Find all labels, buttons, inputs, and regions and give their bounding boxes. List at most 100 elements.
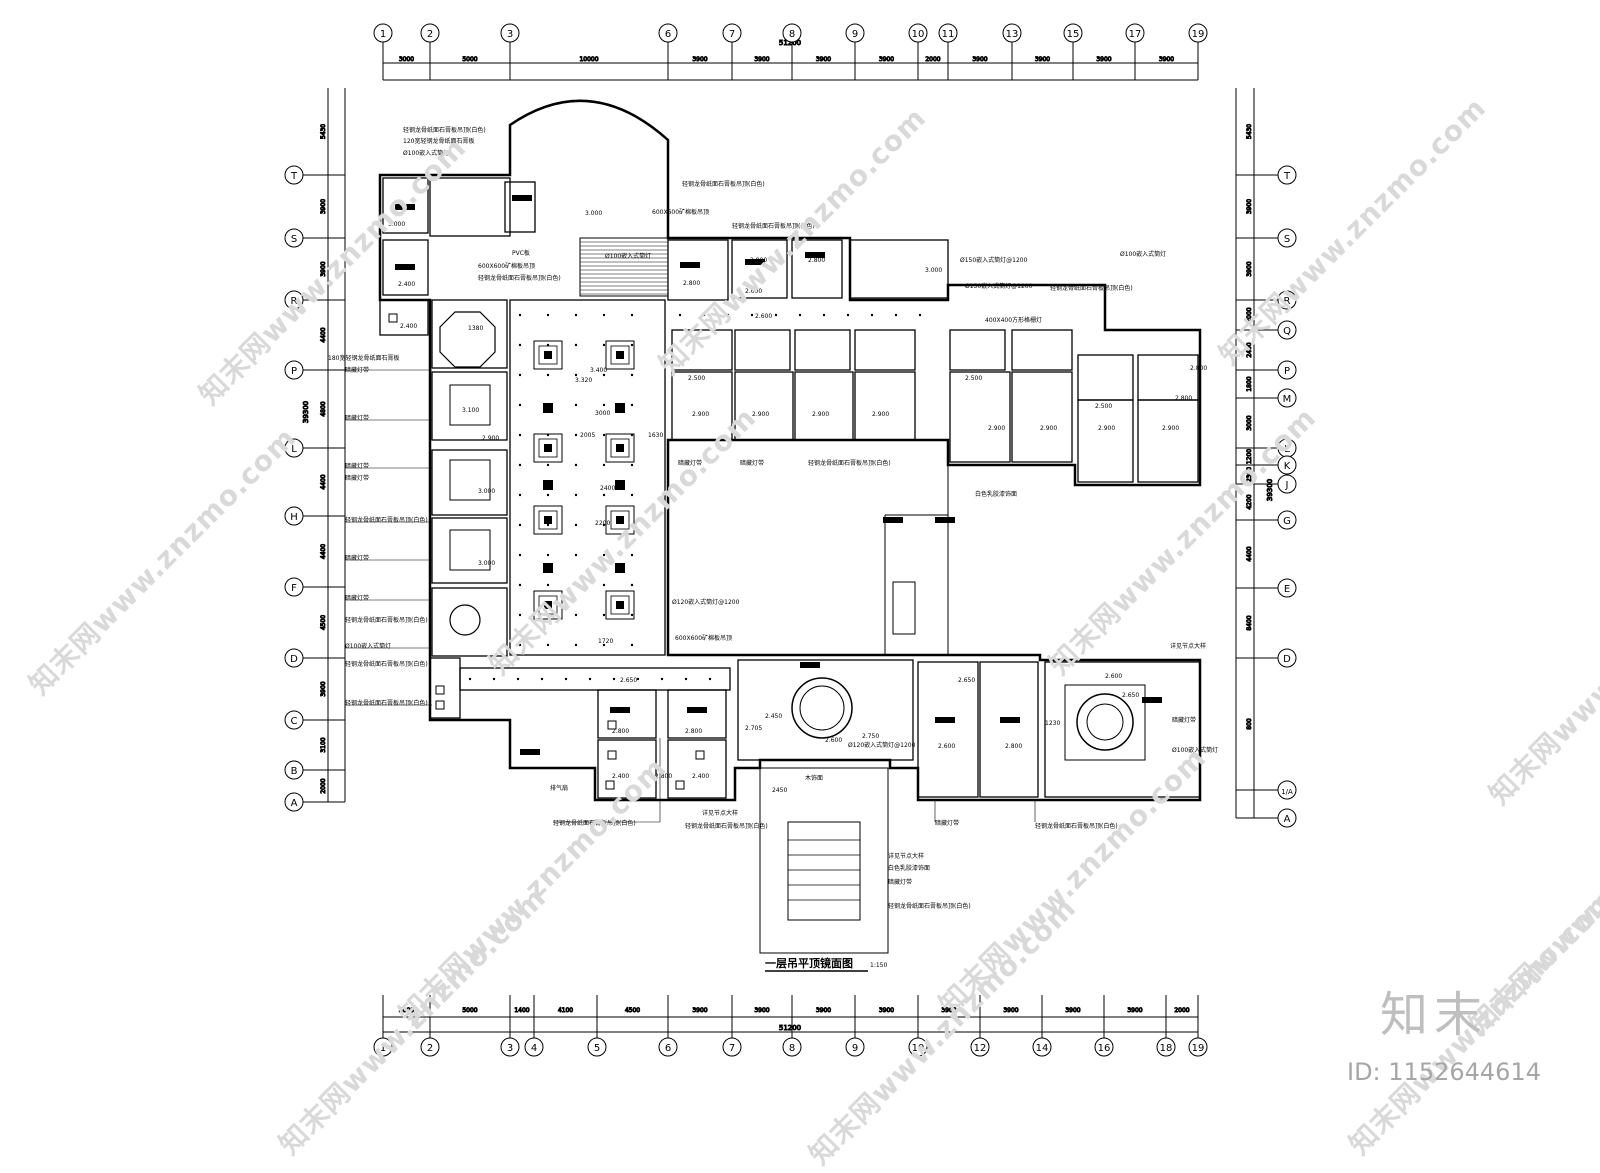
downlight — [602, 343, 606, 347]
annotation: 2.600 — [1105, 673, 1122, 680]
annotation: 轻钢龙骨纸面石膏板吊顶(白色) — [345, 516, 428, 524]
room-lobby-a — [429, 177, 511, 237]
dim-right: 1800 — [1246, 376, 1253, 391]
annotation: 2.600 — [755, 313, 772, 320]
downlight — [602, 463, 606, 467]
axis-right-M-label: M — [1283, 394, 1292, 405]
axis-right-P-label: P — [1284, 366, 1290, 377]
axis-left-S-circle — [284, 228, 304, 248]
coffer-core — [616, 601, 624, 609]
corridor-d — [459, 667, 731, 691]
axis-left-S-label: S — [291, 234, 297, 245]
annotation: 轻钢龙骨纸面石膏板吊顶(白色) — [1035, 822, 1118, 830]
annotation: 120宽轻钢龙骨纸面石膏板 — [403, 137, 474, 145]
annotation: 2.900 — [482, 435, 499, 442]
downlight — [564, 677, 568, 681]
annotation: 3.000 — [478, 488, 495, 495]
annotation: 3.000 — [478, 560, 495, 567]
downlight — [574, 463, 578, 467]
annotation: 2.800 — [750, 257, 767, 264]
ceiling-panel — [449, 459, 491, 501]
linear-light — [1000, 717, 1020, 723]
annotation: 暗藏灯带 — [345, 594, 369, 602]
dim-right: 5430 — [1246, 124, 1253, 139]
axis-bottom-12-label: 12 — [974, 1043, 987, 1054]
axis-right-G-label: G — [1283, 516, 1291, 527]
annotation: Ø150嵌入式筒灯@1200 — [965, 282, 1033, 290]
axis-left-A-label: A — [291, 798, 298, 809]
exhaust-fan — [435, 685, 445, 695]
room-m3 — [794, 371, 854, 441]
downlight — [678, 313, 682, 317]
axis-right-J-label: J — [1285, 480, 1289, 491]
axis-left-T-circle — [284, 165, 304, 185]
dim-right: 800 — [1246, 718, 1253, 730]
axis-bottom-8-circle — [782, 1037, 802, 1057]
axis-bottom-1-circle — [373, 1037, 393, 1057]
downlight — [602, 493, 606, 497]
axis-right-A-label: A — [1284, 814, 1291, 825]
drawing-scale: 1:150 — [870, 962, 887, 969]
downlight — [602, 613, 606, 617]
downlight — [918, 313, 922, 317]
annotation: 2.900 — [1162, 425, 1179, 432]
annotation: 2.650 — [958, 677, 975, 684]
annotation: 3.100 — [462, 407, 479, 414]
annotation: 轻钢龙骨纸面石膏板吊顶(白色) — [345, 616, 428, 624]
annotation: 1630 — [648, 432, 663, 439]
coffer-core — [544, 516, 552, 524]
downlight — [518, 523, 522, 527]
axis-top-15-label: 15 — [1067, 29, 1080, 40]
ceiling-fixtures — [388, 195, 1162, 790]
axis-bottom-8-label: 8 — [789, 1043, 795, 1054]
axis-left-C-label: C — [291, 716, 298, 727]
axis-bottom-7-circle — [722, 1037, 742, 1057]
annotation: 2.900 — [988, 425, 1005, 432]
linear-light — [610, 707, 630, 713]
total-dim-right: 39300 — [1266, 479, 1274, 501]
downlight — [574, 493, 578, 497]
dim-top: 5000 — [462, 56, 477, 63]
coffer-core — [616, 516, 624, 524]
annotation: 轻钢龙骨纸面石膏板吊顶(白色) — [732, 222, 815, 230]
axis-left-P-label: P — [291, 366, 297, 377]
linear-light — [800, 662, 820, 668]
grille-light — [615, 403, 625, 413]
annotation: 2.705 — [745, 725, 762, 732]
annotation: Ø100嵌入式筒灯 — [1120, 250, 1166, 258]
downlight — [630, 523, 634, 527]
annotation: 2.800 — [808, 257, 825, 264]
annotation: Ø120嵌入式筒灯@1200 — [848, 741, 916, 749]
room-s3 — [791, 239, 843, 299]
annotation: 暗藏灯带 — [740, 459, 764, 467]
annotation: Ø100嵌入式筒灯 — [403, 149, 449, 157]
annotation: 2.400 — [692, 773, 709, 780]
dim-left: 4400 — [320, 474, 327, 489]
downlight — [660, 677, 664, 681]
downlight — [630, 493, 634, 497]
annotation: 白色乳胶漆饰面 — [975, 490, 1017, 498]
room-b4 — [667, 739, 727, 799]
axis-right-L-label: L — [1284, 444, 1290, 455]
downlight — [546, 373, 550, 377]
downlight — [612, 677, 616, 681]
room-t3 — [379, 299, 429, 336]
dim-bottom: 4500 — [625, 1007, 640, 1014]
downlight — [602, 583, 606, 587]
dim-bottom: 5000 — [462, 1007, 477, 1014]
downlight — [518, 583, 522, 587]
annotation: 轻钢龙骨纸面石膏板吊顶(白色) — [685, 822, 768, 830]
downlight — [750, 313, 754, 317]
linear-light — [745, 259, 765, 265]
annotation: 轻钢龙骨纸面石膏板吊顶(白色) — [478, 274, 561, 282]
room-l — [431, 449, 508, 516]
room-h — [431, 517, 508, 584]
grille-light — [615, 563, 625, 573]
annotation: 2.600 — [938, 743, 955, 750]
downlight — [630, 463, 634, 467]
brand-logo: 知末 — [1380, 987, 1489, 1043]
wc-4 — [854, 329, 916, 371]
annotation: 2.800 — [1005, 743, 1022, 750]
axis-right-J-circle — [1277, 474, 1297, 494]
downlight — [574, 403, 578, 407]
